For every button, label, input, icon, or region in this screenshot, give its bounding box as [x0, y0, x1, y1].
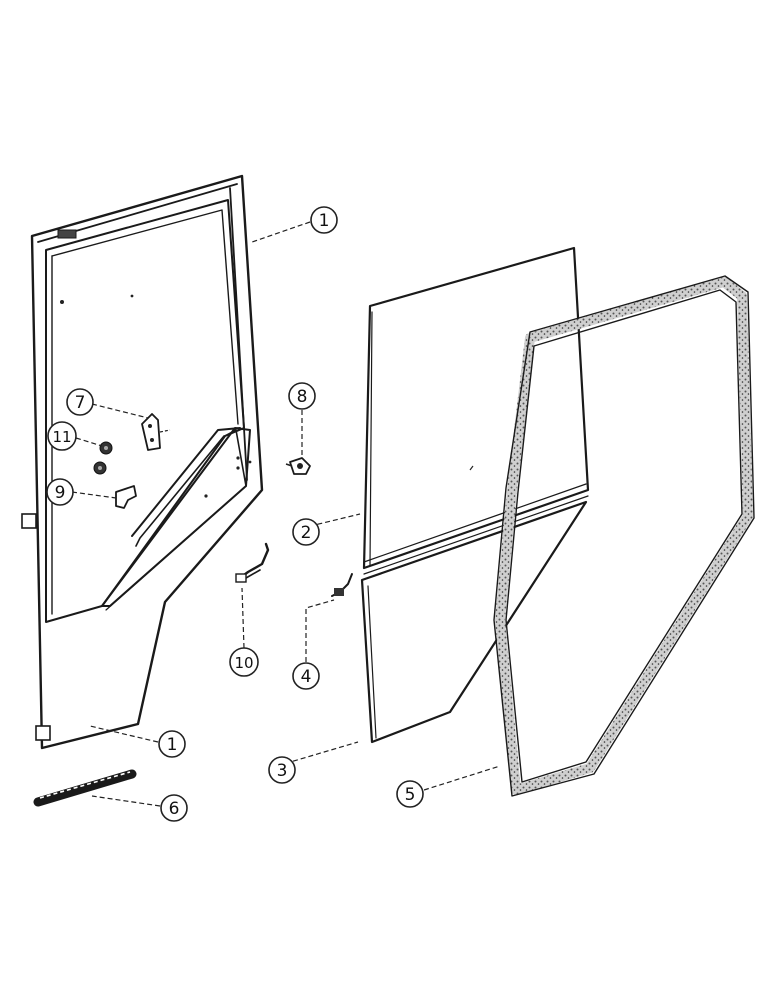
callout-label: 2	[301, 523, 312, 543]
callout-6-strip: 6	[160, 794, 188, 822]
callout-label: 4	[301, 667, 312, 687]
door-handle	[235, 542, 270, 583]
callout-label: 6	[169, 799, 180, 819]
callout-4-clip: 4	[292, 662, 320, 690]
callout-label: 3	[277, 761, 288, 781]
catch-plate	[115, 485, 137, 509]
callout-7-hinge: 7	[66, 388, 94, 416]
callout-8-latch: 8	[288, 382, 316, 410]
bottom-seal-strip	[33, 769, 137, 807]
door-seal	[493, 275, 755, 797]
fixing-nuts	[93, 441, 113, 475]
callout-10-handle: 10	[229, 647, 259, 677]
callout-label: 10	[234, 654, 253, 672]
callout-label: 9	[55, 483, 66, 503]
callout-11-nuts: 11	[47, 421, 77, 451]
callout-label: 1	[167, 735, 178, 755]
callout-label: 8	[297, 387, 308, 407]
callout-label: 5	[405, 785, 416, 805]
door-latch	[285, 457, 311, 475]
callout-3-lower-glass: 3	[268, 756, 296, 784]
door-frame	[21, 174, 264, 750]
lower-glass-pane	[360, 495, 589, 744]
callout-9-catch: 9	[46, 478, 74, 506]
callout-1-frame-lower: 1	[158, 730, 186, 758]
callout-label: 1	[319, 211, 330, 231]
callout-5-seal: 5	[396, 780, 424, 808]
callout-label: 7	[75, 393, 86, 413]
callout-1-frame: 1	[310, 206, 338, 234]
glass-clip	[331, 573, 353, 597]
hinge-bracket	[141, 413, 171, 451]
callout-2-upper-glass: 2	[292, 518, 320, 546]
leader-lines	[71, 221, 501, 807]
callout-label: 11	[52, 428, 71, 446]
upper-glass-pane	[362, 246, 590, 570]
